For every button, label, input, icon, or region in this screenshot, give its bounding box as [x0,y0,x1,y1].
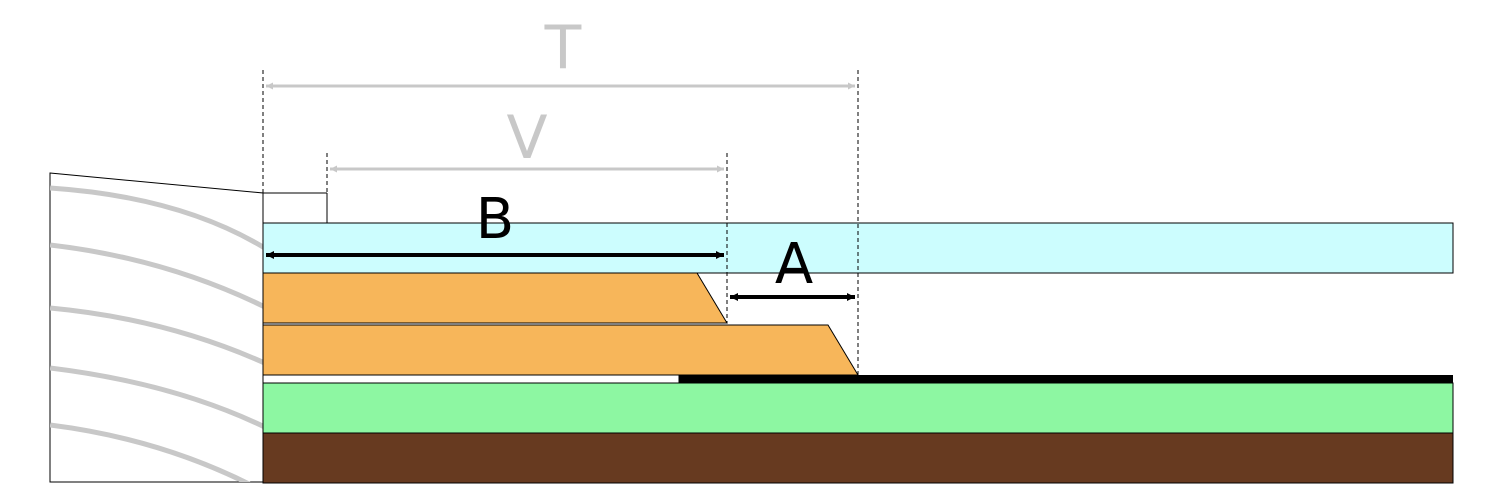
extension-lines [262,70,859,375]
arc-line [50,185,263,268]
label-t: T [544,13,582,83]
dimension-b: B [266,187,724,259]
arc-line [50,365,263,443]
label-b: B [476,187,514,252]
dimension-t: T [266,13,855,90]
left-wedge [49,172,328,483]
arc-line [50,242,263,323]
wedge-arcs [50,185,263,482]
orange-layer-upper [262,272,728,324]
orange-layer-lower [262,324,859,376]
white-strip [262,374,680,384]
dimension-v: V [330,103,724,173]
label-v: V [506,103,547,173]
label-a: A [775,232,813,297]
dimension-a: A [730,232,855,301]
green-layer [262,382,1454,434]
brown-layer [262,432,1454,484]
arc-line [50,305,263,378]
arc-line [50,422,263,482]
black-strip [679,375,1453,383]
